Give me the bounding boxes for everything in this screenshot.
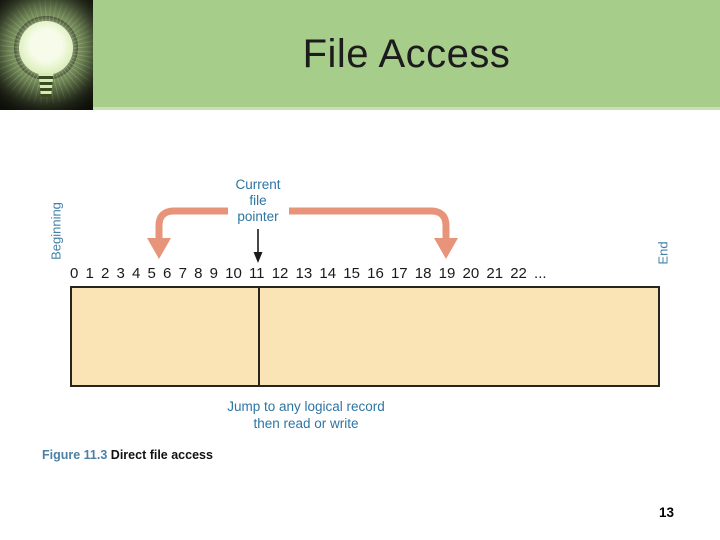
jump-caption: Jump to any logical record then read or … <box>227 399 385 431</box>
current-file-pointer-label: Current file pointer <box>235 177 281 224</box>
lightbulb-base-icon <box>38 73 54 97</box>
figure-caption: Figure 11.3 Direct file access <box>42 448 213 462</box>
lightbulb-image <box>0 0 93 110</box>
end-label: End <box>655 241 671 265</box>
current-position-divider <box>258 288 260 385</box>
figure-caption-text: Direct file access <box>110 448 213 462</box>
left-arrow-head-icon <box>147 238 171 259</box>
title-banner <box>0 0 720 110</box>
record-index-scale: 0 1 2 3 4 5 6 7 8 9 10 11 12 13 14 15 16… <box>70 265 547 282</box>
beginning-label: Beginning <box>48 202 64 260</box>
lightbulb-globe-icon <box>19 21 73 75</box>
figure-number-label: Figure 11.3 <box>42 448 108 462</box>
pointer-arrow-head-icon <box>253 252 263 263</box>
page-title: File Access <box>302 32 511 76</box>
right-arrow-head-icon <box>434 238 458 259</box>
file-rectangle <box>70 286 660 387</box>
slide-page-number: 13 <box>658 505 674 520</box>
